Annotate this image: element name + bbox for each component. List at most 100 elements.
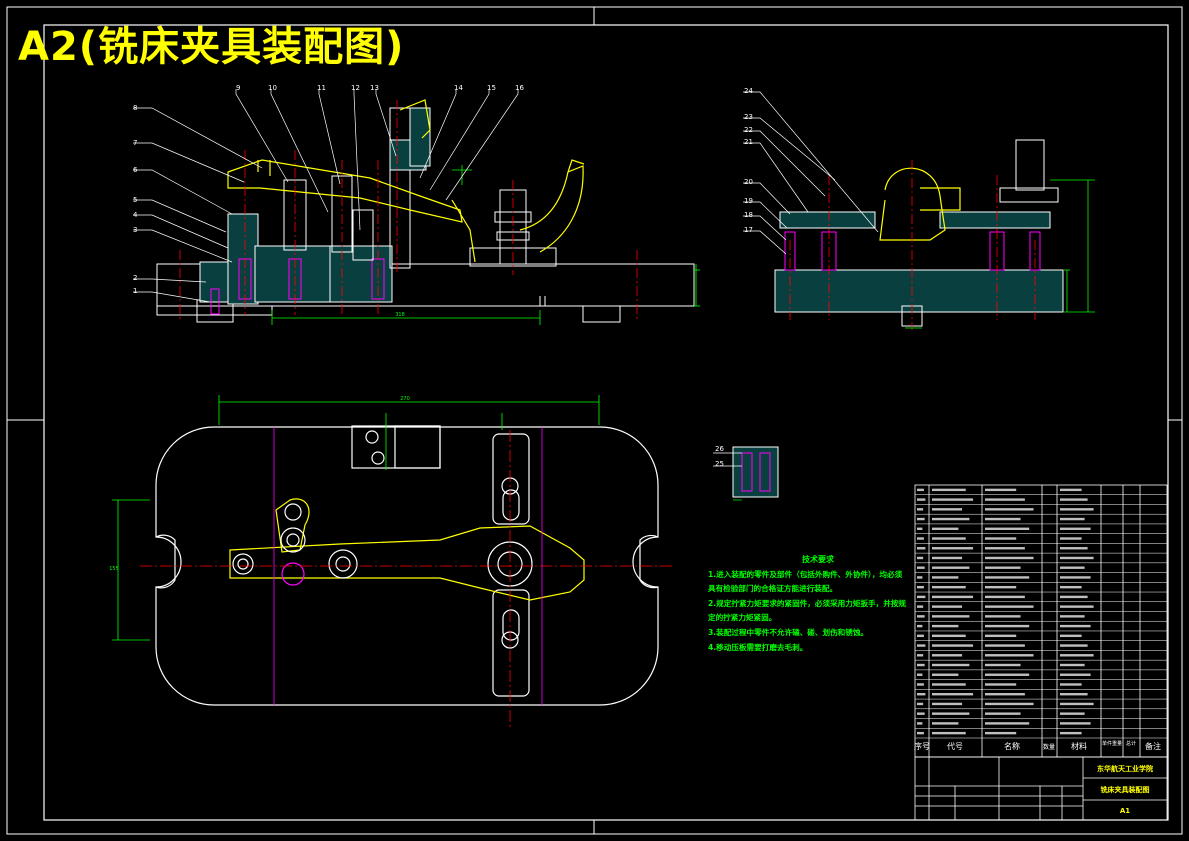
clamp-lever [227, 99, 585, 263]
front-leaders [133, 89, 519, 303]
bom-cell-text-mark [985, 527, 1030, 530]
title-block-school: 东华航天工业学院 [1097, 764, 1153, 773]
bom-header-name: 名称 [1004, 741, 1020, 751]
bom-cell-text-mark [932, 634, 966, 638]
bom-cell-text-mark [985, 712, 1021, 715]
top-clamp-lever [229, 498, 585, 601]
balloon-10: 10 [268, 84, 277, 92]
balloon-24: 24 [744, 87, 753, 95]
bom-cell-text-mark [917, 634, 924, 638]
bom-cell-text-mark [932, 527, 959, 530]
tech-req-item: 4.移动压板需要打磨去毛刺。 [708, 642, 808, 652]
bom-cell-text-mark [917, 566, 925, 569]
bom-cell-text-mark [985, 663, 1021, 667]
bom-header-unit-weight: 单件重量 [1102, 740, 1122, 747]
balloon-7: 7 [133, 139, 137, 147]
drawing-title: A2(铣床夹具装配图) [18, 24, 405, 70]
side-base [774, 269, 1064, 313]
bom-cell-text-mark [917, 683, 924, 686]
bom-cell-text-mark [1060, 731, 1082, 735]
bom-cell-text-mark [1060, 634, 1082, 638]
bom-cell-text-mark [917, 644, 926, 647]
bom-header: 序号 代号 名称 数量 材料 单件重量 总计 备注 [914, 740, 1161, 751]
bom-cell-text-mark [917, 585, 924, 589]
bom-cell-text-mark [985, 547, 1025, 550]
bom-cell-text-mark [985, 566, 1021, 569]
bom-cell-text-mark [932, 731, 966, 735]
balloon-19: 19 [744, 197, 753, 205]
bom-cell-text-mark [1060, 644, 1088, 647]
bom-text-fill [917, 488, 1094, 735]
bom-cell-text-mark [985, 576, 1030, 579]
balloon-9: 9 [236, 84, 240, 92]
tech-req-item: 具有检验部门的合格证方能进行装配。 [708, 584, 838, 594]
bom-cell-text-mark [1060, 605, 1094, 608]
drawing-frame [43, 24, 1169, 821]
bom-cell-text-mark [985, 517, 1021, 521]
bom-cell-text-mark [985, 693, 1025, 696]
title-block-sheet: A1 [1120, 807, 1130, 815]
bom-cell-text-mark [1060, 498, 1088, 501]
bom-cell-text-mark [1060, 595, 1088, 599]
bom-cell-text-mark [1060, 537, 1082, 540]
bom-cell-text-mark [1060, 566, 1085, 569]
bom-cell-text-mark [917, 498, 926, 501]
bom-cell-text-mark [985, 508, 1034, 511]
clamp-column [389, 107, 411, 269]
bom-cell-text-mark [932, 605, 963, 608]
bom-cell-text-mark [932, 654, 963, 657]
bom-cell-text-mark [932, 556, 963, 560]
bom-cell-text-mark [917, 712, 925, 715]
bom-cell-text-mark [917, 693, 926, 696]
bom-cell-text-mark [932, 517, 970, 521]
bom-cell-text-mark [1060, 585, 1082, 589]
bom-cell-text-mark [1060, 576, 1091, 579]
bom-cell-text-mark [932, 488, 966, 492]
bom-cell-text-mark [932, 673, 959, 676]
bom-cell-text-mark [932, 576, 959, 579]
side-balloon-labels: 24 23 22 21 20 19 18 17 26 25 [715, 87, 753, 468]
balloon-21: 21 [744, 138, 753, 146]
bom-cell-text-mark [932, 722, 959, 725]
bom-cell-text-mark [932, 702, 963, 706]
lower-slot-plate [492, 589, 530, 697]
bom-cell-text-mark [917, 508, 924, 511]
balloon-20: 20 [744, 178, 753, 186]
bom-cell-text-mark [985, 488, 1017, 492]
bom-cell-text-mark [1060, 702, 1094, 706]
bom-cell-text-mark [917, 731, 924, 735]
bom-cell-text-mark [1060, 488, 1082, 492]
centering-marks [7, 7, 1182, 834]
bom-cell-text-mark [985, 722, 1030, 725]
balloon-4: 4 [133, 211, 138, 219]
bom-cell-text-mark [917, 547, 926, 550]
bom-cell-text-mark [985, 634, 1017, 638]
bom-cell-text-mark [1060, 508, 1094, 511]
bom-cell-text-mark [1060, 624, 1091, 628]
balloon-14: 14 [454, 84, 463, 92]
bom-cell-text-mark [932, 712, 970, 715]
bom-cell-text-mark [1060, 693, 1088, 696]
dimension-labels: 318 270 155 [109, 312, 410, 572]
base-plate [156, 263, 695, 307]
bom-cell-text-mark [1060, 663, 1085, 667]
balloon-23: 23 [744, 113, 753, 121]
bom-cell-text-mark [985, 605, 1034, 608]
upper-slot-plate [492, 433, 530, 525]
side-section-view [743, 91, 1095, 330]
dim-top-length: 270 [400, 396, 410, 402]
bom-cell-text-mark [917, 488, 924, 492]
balloon-25: 25 [715, 460, 724, 468]
bom-header-remark: 备注 [1145, 741, 1161, 751]
balloon-12: 12 [351, 84, 360, 92]
title-block [914, 756, 1168, 821]
tech-req-item: 3.装配过程中零件不允许磕、碰、划伤和锈蚀。 [708, 627, 869, 637]
balloon-15: 15 [487, 84, 496, 92]
bom-cell-text-mark [917, 576, 923, 579]
bom-cell-text-mark [985, 644, 1025, 647]
bom-cell-text-mark [917, 702, 924, 706]
balloon-26: 26 [715, 445, 724, 453]
bom-cell-text-mark [932, 663, 970, 667]
bom-cell-text-mark [1060, 683, 1082, 686]
bom-cell-text-mark [932, 595, 974, 599]
